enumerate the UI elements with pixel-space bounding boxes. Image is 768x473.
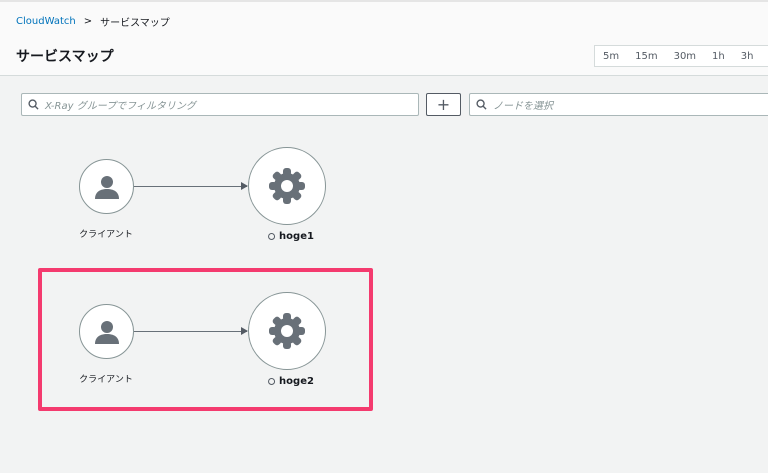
service-node-hoge1[interactable] [248,147,326,225]
client-label: クライアント [79,375,133,385]
gear-icon [269,168,305,204]
time-range-15m[interactable]: 15m [635,50,658,62]
service-name: hoge1 [279,231,314,242]
edge-arrow [134,327,248,335]
node-select-placeholder: ノードを選択 [493,101,553,112]
service-label: hoge1 [268,231,314,242]
user-icon [94,175,119,199]
search-icon [28,99,39,110]
time-range-5m[interactable]: 5m [603,50,620,62]
highlight-box [38,268,373,411]
status-ring-icon [268,378,276,385]
client-node[interactable] [79,159,134,214]
group-filter-placeholder: X-Ray グループでフィルタリング [45,101,196,112]
breadcrumb-current: サービスマップ [100,18,170,29]
page-header: CloudWatch > サービスマップ サービスマップ 5m 15m 30m … [0,0,768,76]
breadcrumb-cloudwatch-link[interactable]: CloudWatch [16,16,76,27]
search-icon [476,99,487,110]
time-range-selector: 5m 15m 30m 1h 3h [594,45,768,67]
client-node[interactable] [79,304,134,359]
time-range-30m[interactable]: 30m [673,50,697,62]
service-name: hoge2 [279,376,314,387]
add-group-button[interactable]: + [426,93,461,116]
service-label: hoge2 [268,376,314,387]
status-ring-icon [268,233,276,240]
breadcrumb: CloudWatch > サービスマップ [16,14,170,29]
edge-arrow [134,182,248,190]
breadcrumb-separator: > [83,16,93,27]
user-icon [94,320,119,344]
time-range-1h[interactable]: 1h [712,50,725,62]
time-range-3h[interactable]: 3h [740,50,754,62]
page-title: サービスマップ [16,49,114,65]
group-filter-input[interactable]: X-Ray グループでフィルタリング [21,93,419,116]
service-node-hoge2[interactable] [248,292,326,370]
client-label: クライアント [79,230,133,240]
gear-icon [269,313,305,349]
node-select-input[interactable]: ノードを選択 [469,93,768,116]
